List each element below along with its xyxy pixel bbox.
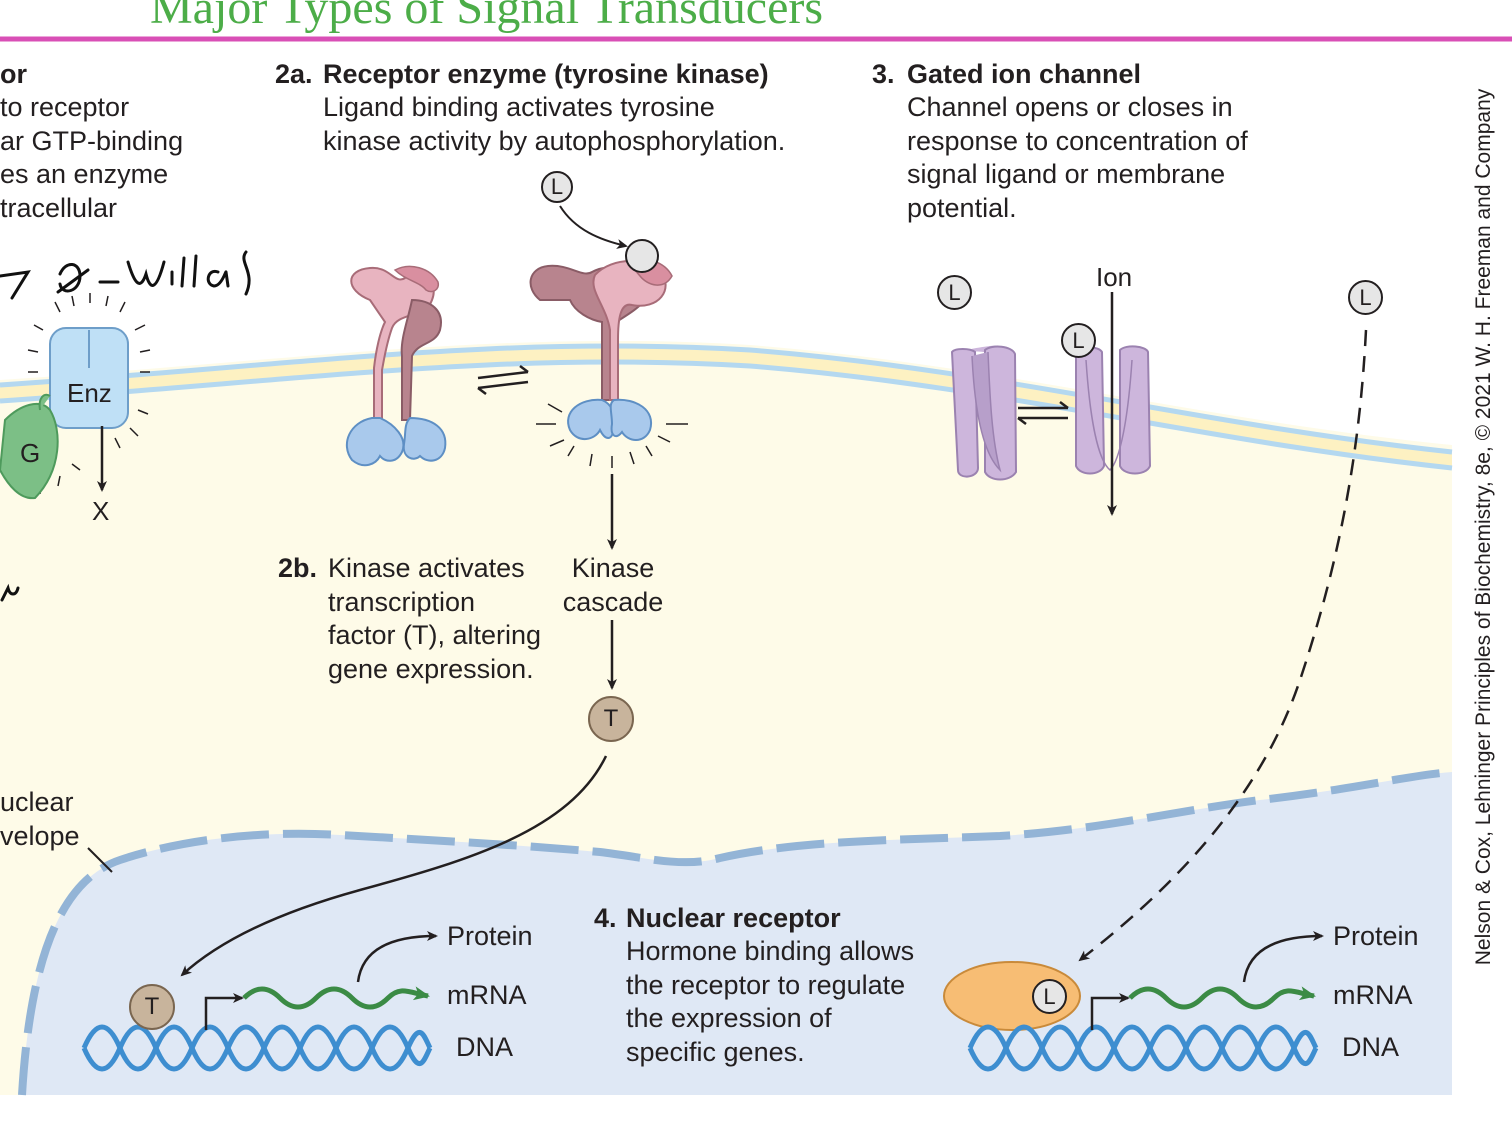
translation-arrow-left [356, 931, 438, 983]
channel-open-right [1119, 345, 1152, 475]
ligand-2a: L [541, 171, 573, 203]
promoter-arrow-right [1090, 993, 1130, 1030]
t-to-nucleus-arrow [180, 755, 608, 977]
panel3-number: 3. [872, 59, 895, 89]
channel-equilibrium-arrows [1017, 401, 1069, 425]
nuclear-envelope-label: uclear velope [0, 787, 80, 851]
g-protein-label: G [20, 438, 41, 468]
panel3-body: Channel opens or closes in response to c… [907, 92, 1248, 223]
bound-transcription-factor-t: T [129, 984, 175, 1030]
panel3-heading: Gated ion channel [907, 59, 1142, 89]
nucleus [22, 772, 1452, 1095]
envelope-pointer [87, 847, 113, 873]
g-protein-shape [0, 402, 59, 500]
ligand-3-free: L [937, 275, 972, 310]
rtk-left-kinase [345, 417, 405, 467]
membrane-outer-leaflet [0, 343, 1453, 455]
nuclear-envelope [18, 768, 1453, 1096]
panel4-body: Hormone binding allows the receptor to r… [626, 936, 915, 1067]
panel1-enzyme-complex [0, 293, 151, 500]
ligand-diffusion-path [1078, 329, 1368, 962]
mrna-label-right: mRNA [1333, 980, 1413, 1010]
figure-title: Major Types of Signal Transducers [150, 0, 824, 34]
panel1-heading: or [0, 59, 27, 89]
translation-arrow-right [1242, 931, 1324, 983]
dna-right-helix [967, 1024, 1319, 1072]
rtk-right-monomer [400, 298, 442, 421]
panel2a-number: 2a. [275, 59, 313, 89]
rtk-activation-rays [536, 403, 688, 468]
channel-closed [950, 345, 1018, 481]
panel2a-body: Ligand binding activates tyrosine kinase… [323, 92, 786, 156]
rtk-active [529, 239, 688, 468]
protein-label-left: Protein [447, 921, 533, 951]
ligand-3-bound: L [1061, 323, 1096, 358]
panel4-heading: Nuclear receptor [626, 903, 841, 933]
panel2b-body: Kinase activates transcription factor (T… [328, 553, 542, 684]
panel1-body: to receptor ar GTP-binding es an enzyme … [0, 92, 184, 223]
membrane-inner-leaflet [0, 359, 1453, 471]
enzyme-shape [49, 327, 129, 429]
rtk-bound-ligand [625, 239, 659, 273]
ligand-4-free: L [1348, 280, 1383, 315]
product-x-label: X [92, 496, 110, 526]
mrna-label-left: mRNA [447, 980, 527, 1010]
promoter-arrow-left [204, 993, 244, 1030]
credit-line: Nelson & Cox, Lehninger Principles of Bi… [1472, 88, 1495, 966]
dna-left-helix [81, 1024, 433, 1072]
rtk-inactive [345, 265, 447, 467]
mrna-right [1128, 986, 1316, 1010]
ligand-4-bound: L [1032, 979, 1067, 1014]
panel4-number: 4. [594, 903, 617, 933]
channel-open [1075, 345, 1152, 475]
channel-closed-left [950, 348, 980, 478]
dna-label-left: DNA [456, 1032, 514, 1062]
enzyme-label: Enz [67, 378, 112, 408]
rtk-active-kinase-right [609, 398, 653, 441]
kinase-cascade-label: Kinase cascade [562, 553, 664, 617]
dna-label-right: DNA [1342, 1032, 1400, 1062]
rtk-right-kinase [402, 416, 447, 462]
ion-label: Ion [1096, 262, 1133, 292]
channel-open-left [1075, 346, 1106, 475]
mrna-left [242, 986, 430, 1010]
ligand-binding-arrow [559, 205, 628, 249]
panel2b-number: 2b. [278, 553, 318, 583]
panel2a-heading: Receptor enzyme (tyrosine kinase) [323, 59, 769, 89]
rtk-equilibrium-arrows [477, 365, 529, 395]
transcription-factor-t: T [588, 696, 634, 742]
handwritten-annotation [0, 250, 251, 602]
protein-label-right: Protein [1333, 921, 1419, 951]
